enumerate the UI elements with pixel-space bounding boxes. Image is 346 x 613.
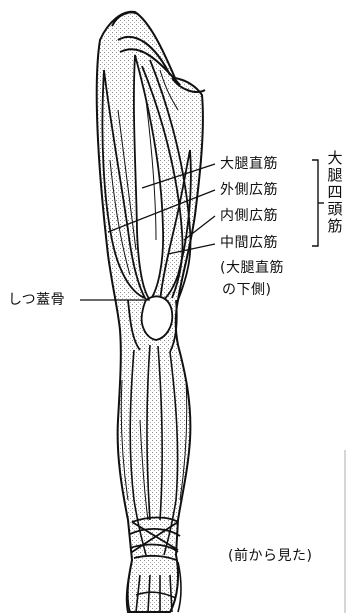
label-vastus-intermedius-note-1: (大腿直筋: [220, 260, 284, 276]
label-rectus-femoris: 大腿直筋: [220, 156, 278, 172]
label-patella: しつ蓋骨: [8, 292, 65, 308]
label-vastus-intermedius-note-2: の下側): [222, 282, 271, 298]
quadriceps-bracket: [312, 160, 324, 246]
label-vastus-lateralis: 外側広筋: [220, 182, 278, 198]
label-vastus-medialis: 内側広筋: [220, 208, 278, 224]
label-vastus-intermedius: 中間広筋: [220, 235, 278, 251]
label-view-note: (前から見た): [228, 548, 312, 564]
label-quadriceps-group: 大腿四頭筋: [326, 150, 344, 235]
